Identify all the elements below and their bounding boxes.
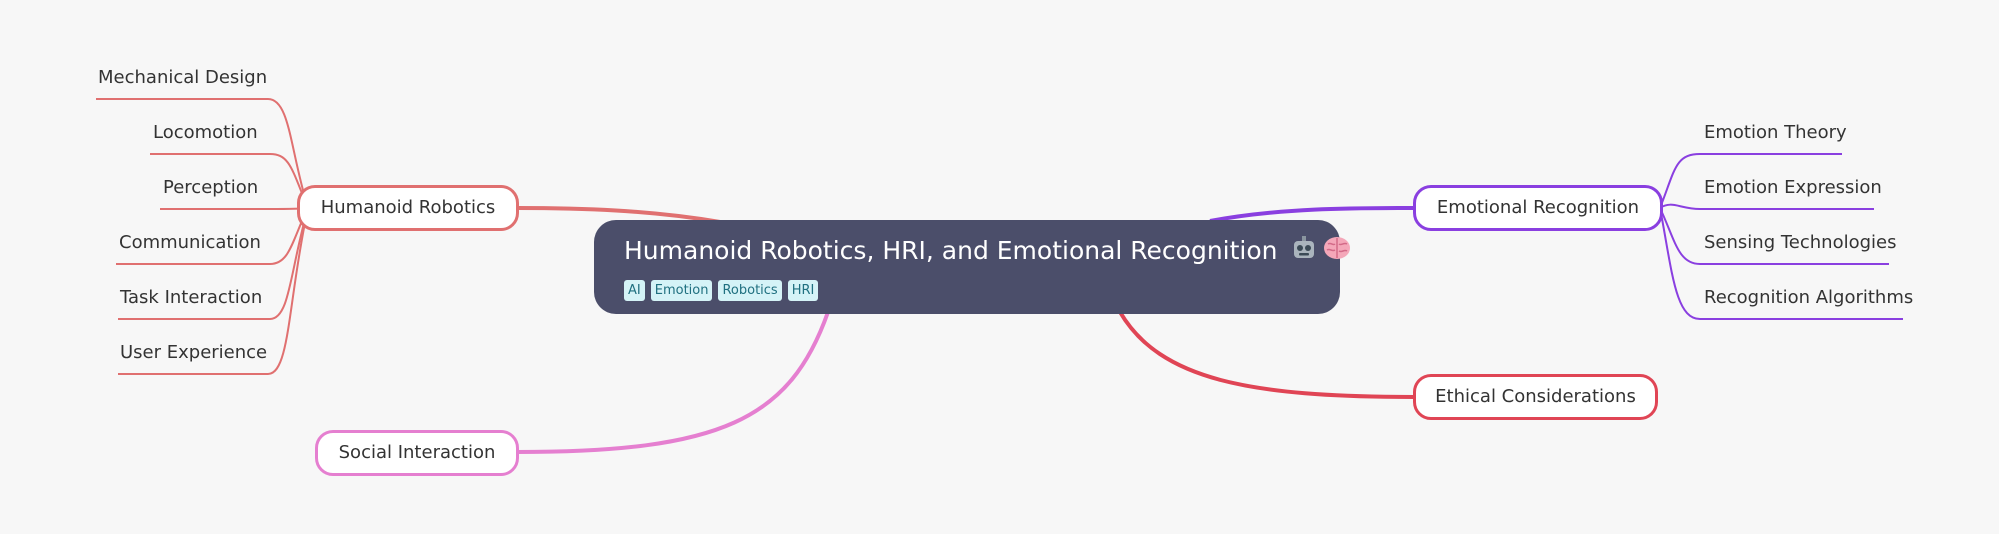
edge-central-emotional [1209, 206, 1416, 223]
edge-central-ethical [1118, 310, 1416, 399]
node-humanoid-robotics[interactable]: Humanoid Robotics [297, 185, 519, 231]
node-emotional-recognition[interactable]: Emotional Recognition [1413, 185, 1663, 231]
edge-central-social [516, 311, 830, 454]
leaf-emotion-theory[interactable]: Emotion Theory [1704, 122, 1847, 143]
central-topic-title-row: Humanoid Robotics, HRI, and Emotional Re… [624, 234, 1351, 270]
tag-hri[interactable]: HRI [787, 280, 819, 301]
central-topic-tags: AI Emotion Robotics HRI [624, 280, 819, 301]
central-topic-title: Humanoid Robotics, HRI, and Emotional Re… [624, 236, 1278, 265]
leaf-mechanical-design[interactable]: Mechanical Design [98, 67, 268, 88]
edges-emotional-children [1659, 153, 1903, 320]
leaf-locomotion[interactable]: Locomotion [153, 122, 258, 143]
leaf-user-experience[interactable]: User Experience [120, 342, 268, 363]
brain-icon [1323, 235, 1351, 270]
node-social-interaction[interactable]: Social Interaction [315, 430, 519, 476]
tag-ai[interactable]: AI [624, 280, 645, 301]
leaf-perception[interactable]: Perception [163, 177, 259, 198]
leaf-emotion-expression[interactable]: Emotion Expression [1704, 177, 1882, 198]
robot-face-icon [1291, 235, 1317, 270]
edge-central-humanoid [516, 206, 721, 224]
leaf-task-interaction[interactable]: Task Interaction [120, 287, 263, 308]
central-topic-node[interactable]: Humanoid Robotics, HRI, and Emotional Re… [594, 220, 1351, 314]
leaf-sensing-technologies[interactable]: Sensing Technologies [1704, 232, 1897, 253]
node-ethical-considerations[interactable]: Ethical Considerations [1413, 374, 1658, 420]
leaf-recognition-algorithms[interactable]: Recognition Algorithms [1704, 287, 1914, 308]
tag-robotics[interactable]: Robotics [718, 280, 782, 301]
tag-emotion[interactable]: Emotion [650, 280, 713, 301]
leaf-communication[interactable]: Communication [119, 232, 261, 253]
